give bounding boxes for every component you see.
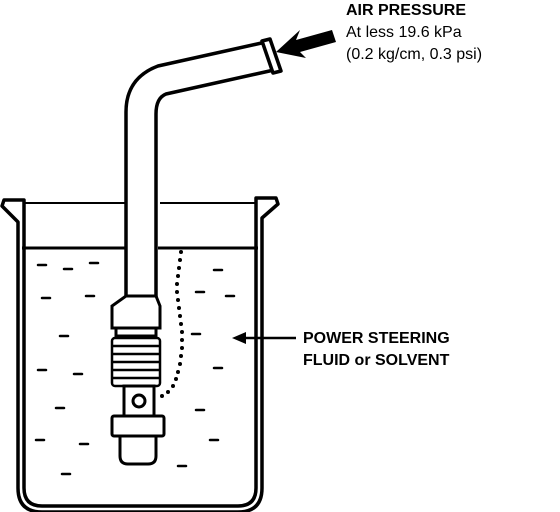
beaker-outline xyxy=(0,196,280,512)
air-pressure-arrow xyxy=(276,30,336,58)
air-pressure-label: AIR PRESSURE At less 19.6 kPa (0.2 kg/cm… xyxy=(346,0,482,66)
fluid-leader xyxy=(232,332,296,344)
valve-adapter xyxy=(110,294,162,338)
fluid-label: POWER STEERING FLUID or SOLVENT xyxy=(303,328,450,372)
valve-threads xyxy=(110,336,162,388)
air-hose xyxy=(124,37,283,302)
air-pressure-line2: (0.2 kg/cm, 0.3 psi) xyxy=(346,46,483,63)
air-pressure-title: AIR PRESSURE xyxy=(346,2,467,19)
fluid-line1: POWER STEERING xyxy=(303,330,450,347)
fluid-dashes xyxy=(34,261,236,476)
air-pressure-line1: At less 19.6 kPa xyxy=(346,24,462,41)
air-bubbles xyxy=(160,250,184,398)
fluid-line2: FLUID or SOLVENT xyxy=(303,352,450,369)
valve-body xyxy=(110,384,166,466)
valve-port xyxy=(131,393,147,409)
beaker xyxy=(0,196,280,512)
